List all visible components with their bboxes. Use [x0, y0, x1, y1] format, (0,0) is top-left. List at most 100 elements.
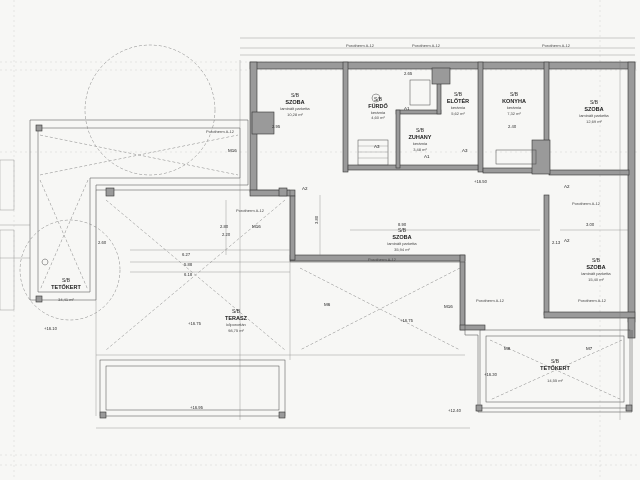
room-code: S/B — [590, 100, 599, 106]
level-value: +16.30 — [484, 372, 498, 377]
room-name: SZOBA — [285, 100, 304, 106]
room-name: TETŐKERT — [540, 365, 570, 372]
dimension-value: 8.90 — [398, 222, 407, 227]
wall-type-label: Porotherm A-12 — [542, 43, 571, 48]
dimension-value: 2.40 — [508, 124, 517, 129]
door-tag-a1-b: A1 — [424, 154, 430, 159]
room-area: 10,28 m² — [287, 112, 303, 117]
dimension-value: 2.60 — [98, 240, 107, 245]
level-value: +16.95 — [190, 405, 204, 410]
door-tag-a2-b: A2 — [564, 184, 570, 189]
room-floor: kerámia — [507, 105, 522, 110]
room-name: SZOBA — [584, 107, 603, 113]
room-area: 35,94 m² — [394, 247, 410, 252]
window-tag-m7: M7 — [586, 346, 593, 351]
dimension-value: 6.27 — [182, 252, 191, 257]
room-label-7: S/B SZOBA laminált parketta 35,94 m² — [387, 228, 417, 252]
dimension-value: 6.18 — [184, 272, 193, 277]
room-area: 98,75 m² — [228, 328, 244, 333]
room-code: S/B — [374, 97, 383, 103]
room-label-2: S/B FÜRDŐ kerámia 4,60 m² — [368, 97, 388, 120]
room-code: S/B — [551, 359, 560, 365]
wall-type-label: Porotherm A-12 — [412, 43, 441, 48]
window-tag-m16-c: M16 — [444, 304, 453, 309]
room-floor: kerámia — [371, 110, 386, 115]
column-markers — [35, 124, 633, 419]
door-tag-a2: A2 — [302, 186, 308, 191]
room-name: TETŐKERT — [51, 284, 81, 291]
room-area: 4,60 m² — [371, 115, 385, 120]
room-label-3: S/B ELŐTÉR kerámia 5,62 m² — [447, 92, 469, 116]
room-code: S/B — [592, 258, 601, 264]
room-floor: kőporcelán — [226, 322, 246, 327]
dimension-value: 3.00 — [586, 222, 595, 227]
room-name: TERASZ — [225, 316, 248, 322]
window-tag-m6: M6 — [324, 302, 331, 307]
room-label-8: S/B SZOBA laminált parketta 15,40 m² — [581, 258, 611, 282]
room-area: 15,40 m² — [588, 277, 604, 282]
wall-type-labels: Porotherm A-12 Porotherm A-12 Porotherm … — [206, 43, 607, 303]
level-value: +16.75 — [400, 318, 414, 323]
room-label-6: S/B ZUHANY kerámia 3,48 m² — [409, 128, 432, 152]
window-tag-m8: M8 — [504, 346, 511, 351]
room-name: FÜRDŐ — [368, 103, 388, 110]
room-code: S/B — [291, 93, 300, 99]
fixtures — [41, 79, 537, 266]
door-tag-a3: A3 — [462, 148, 468, 153]
dimension-value: 2.95 — [272, 124, 281, 129]
room-code: S/B — [398, 228, 407, 234]
room-area: 3,48 m² — [413, 147, 427, 152]
room-name: ZUHANY — [409, 135, 432, 141]
wall-type-label: Porotherm A-12 — [236, 208, 265, 213]
room-code: S/B — [232, 309, 241, 315]
room-name: ELŐTÉR — [447, 97, 469, 105]
dimension-value: 2.20 — [222, 232, 231, 237]
room-name: SZOBA — [392, 235, 411, 241]
room-label-1: S/B SZOBA laminált parketta 10,28 m² — [280, 93, 310, 117]
room-floor: laminált parketta — [581, 271, 611, 276]
room-floor: kerámia — [413, 141, 428, 146]
window-tag-m16-b: M16 — [252, 224, 261, 229]
wall-type-label: Porotherm A-12 — [346, 43, 375, 48]
room-code: S/B — [416, 128, 425, 134]
room-name: SZOBA — [586, 265, 605, 271]
room-label-10: S/B TERASZ kőporcelán 98,75 m² — [225, 309, 248, 333]
dimension-value: 5.88 — [184, 262, 193, 267]
dimension-value: 3.80 — [314, 215, 319, 224]
room-code: S/B — [62, 278, 71, 284]
level-value: +16.50 — [474, 179, 488, 184]
window-tag-m16: M16 — [228, 148, 237, 153]
room-name: KONYHA — [502, 99, 526, 105]
dimension-value: 2.13 — [552, 240, 561, 245]
dimension-lines — [96, 37, 635, 429]
room-floor: laminált parketta — [387, 241, 417, 246]
wall-type-label: Porotherm A-12 — [572, 201, 601, 206]
room-label-4: S/B KONYHA kerámia 7,32 m² — [502, 92, 526, 116]
level-value: +12.40 — [448, 408, 462, 413]
room-area: 14,55 m² — [547, 378, 563, 383]
room-area: 34,41 m² — [58, 297, 74, 302]
room-label-11: S/B TETŐKERT 14,55 m² — [540, 359, 570, 383]
room-floor: laminált parketta — [579, 113, 609, 118]
door-tag-a3-b: A3 — [374, 144, 380, 149]
level-value: +16.10 — [44, 326, 58, 331]
room-area: 7,32 m² — [507, 111, 521, 116]
level-markers: +16.50 +16.75 +16.10 +16.95 +12.40 +16.3… — [44, 179, 498, 413]
upper-block-walls — [249, 61, 636, 339]
wall-type-label: Porotherm A-12 — [578, 298, 607, 303]
room-floor: kerámia — [451, 105, 466, 110]
door-tags: A1 A1 A3 A3 A2 A2 A2 M16 M16 M16 M6 M8 M… — [228, 106, 593, 351]
room-label-9: S/B TETŐKERT 34,41 m² — [51, 278, 81, 302]
wall-type-label: Porotherm A-12 — [476, 298, 505, 303]
dimension-value: 2.80 — [220, 224, 229, 229]
terrace-outlines — [0, 44, 633, 417]
level-value: +16.75 — [188, 321, 202, 326]
wall-type-label: Porotherm A-12 — [368, 257, 397, 262]
room-area: 12,69 m² — [586, 119, 602, 124]
room-floor: laminált parketta — [280, 106, 310, 111]
room-area: 5,62 m² — [451, 111, 465, 116]
room-code: S/B — [510, 92, 519, 98]
dimension-value: 2.65 — [404, 71, 413, 76]
dimension-values: 8.90 3.80 6.27 5.88 6.18 3.00 2.95 2.65 … — [98, 71, 595, 277]
